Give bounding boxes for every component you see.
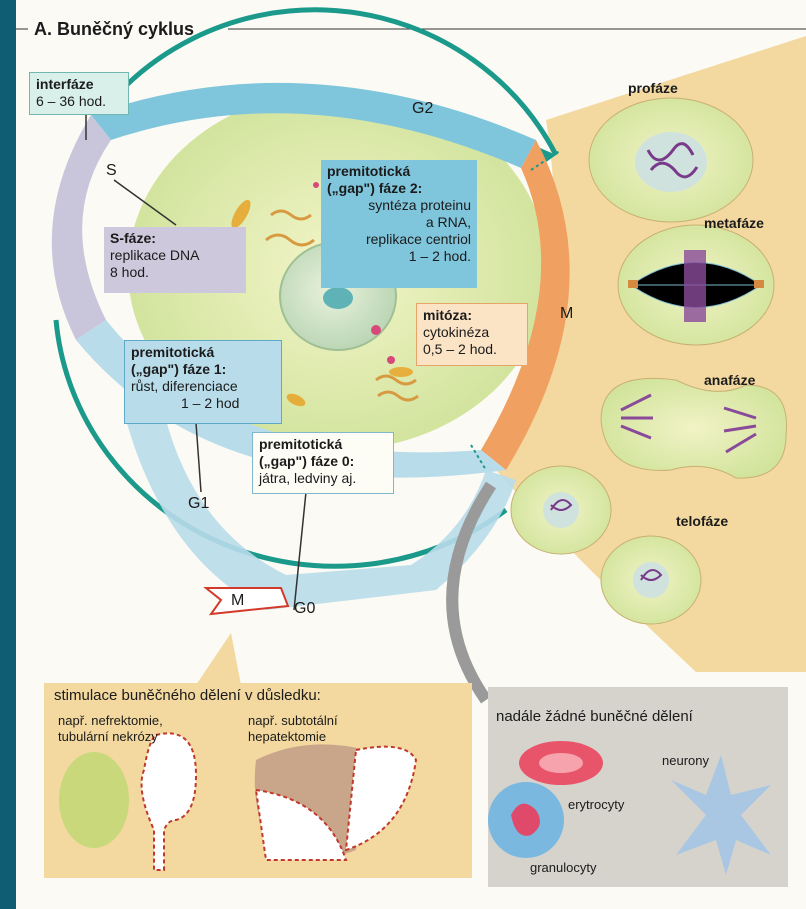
- g2-line3: replikace centriol: [327, 231, 471, 248]
- g1-title1: premitotická: [131, 344, 275, 361]
- stage-prophase: profáze: [628, 80, 678, 97]
- s-band: [52, 115, 111, 340]
- stimulation-liver1: např. subtotální: [248, 712, 338, 729]
- interphase-duration: 6 – 36 hod.: [36, 93, 122, 110]
- label-m: M: [560, 305, 573, 322]
- page-title: A. Buněčný cyklus: [34, 18, 194, 40]
- label-g2: G2: [412, 100, 433, 117]
- g2-line1: syntéza proteinu: [327, 197, 471, 214]
- g0-title2: („gap") fáze 0:: [259, 453, 387, 470]
- page: A. Buněčný cyklus interfáze 6 – 36 hod. …: [16, 0, 806, 909]
- g1-line2: 1 – 2 hod: [131, 395, 275, 412]
- diagram-graphics: [16, 0, 806, 909]
- g2-line4: 1 – 2 hod.: [327, 248, 471, 265]
- label-m-small: M: [231, 592, 244, 609]
- label-s: S: [106, 162, 117, 179]
- g2-line2: a RNA,: [327, 214, 471, 231]
- telophase-cell-top: [511, 466, 611, 554]
- mitosis-title: mitóza:: [423, 307, 521, 324]
- g0-title1: premitotická: [259, 436, 387, 453]
- stimulation-kidney1: např. nefrektomie,: [58, 712, 163, 729]
- stage-metaphase: metafáze: [704, 215, 764, 232]
- g2-title1: premitotická: [327, 163, 471, 180]
- no-division-title: nadále žádné buněčné dělení: [496, 708, 693, 725]
- s-phase-line2: 8 hod.: [110, 264, 240, 281]
- label-g0: G0: [294, 600, 315, 617]
- telophase-cell-bottom: [601, 536, 701, 624]
- interphase-box: interfáze 6 – 36 hod.: [29, 72, 129, 115]
- stage-anaphase: anafáze: [704, 372, 755, 389]
- stimulation-kidney2: tubulární nekrózy: [58, 728, 158, 745]
- g0-phase-box: premitotická („gap") fáze 0: játra, ledv…: [252, 432, 394, 494]
- stimulation-liver2: hepatektomie: [248, 728, 326, 745]
- mitosis-line2: 0,5 – 2 hod.: [423, 341, 521, 358]
- neurons-label: neurony: [662, 752, 709, 769]
- g0-line1: játra, ledviny aj.: [259, 470, 387, 487]
- interphase-label: interfáze: [36, 76, 122, 93]
- stimulation-title: stimulace buněčného dělení v důsledku:: [54, 687, 321, 704]
- kidney-image: [59, 752, 129, 848]
- erythrocytes-label: erytrocyty: [568, 796, 624, 813]
- g1-phase-box: premitotická („gap") fáze 1: růst, difer…: [124, 340, 282, 424]
- s-phase-line1: replikace DNA: [110, 247, 240, 264]
- label-g1: G1: [188, 495, 209, 512]
- s-phase-box: S-fáze: replikace DNA 8 hod.: [104, 227, 246, 293]
- m-banner: [206, 588, 288, 614]
- anaphase-cell: [601, 378, 787, 478]
- g1-line1: růst, diferenciace: [131, 378, 275, 395]
- g2-title2: („gap") fáze 2:: [327, 180, 471, 197]
- s-phase-title: S-fáze:: [110, 230, 240, 247]
- prophase-cell: [589, 98, 753, 222]
- stage-telophase: telofáze: [676, 513, 728, 530]
- g1-title2: („gap") fáze 1:: [131, 361, 275, 378]
- granulocytes-label: granulocyty: [530, 859, 596, 876]
- mitosis-line1: cytokinéza: [423, 324, 521, 341]
- mitosis-box: mitóza: cytokinéza 0,5 – 2 hod.: [416, 303, 528, 366]
- g2-phase-box: premitotická („gap") fáze 2: syntéza pro…: [321, 160, 477, 288]
- metaphase-cell: [618, 225, 774, 345]
